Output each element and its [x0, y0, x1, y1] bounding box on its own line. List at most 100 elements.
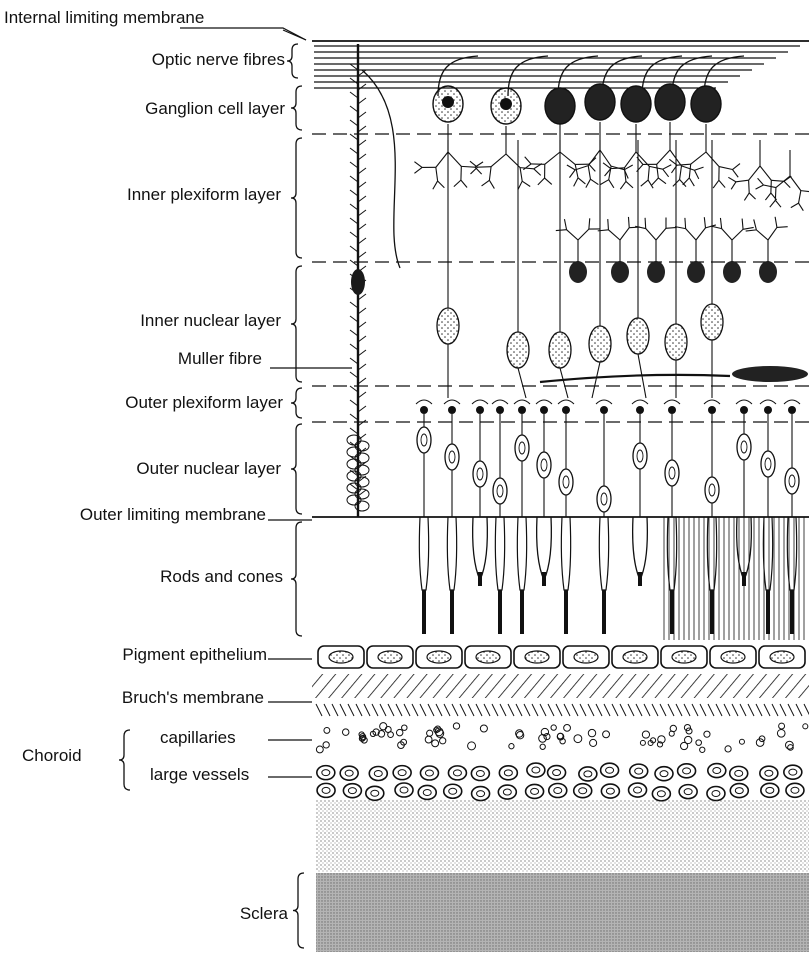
large-vessel-lumen: [713, 768, 721, 774]
dendrite-branch: [569, 170, 575, 178]
muller-fibre-branch: [358, 154, 366, 160]
large-vessel-lumen: [398, 770, 406, 776]
photoreceptor-nucleolus: [477, 468, 483, 480]
large-vessel: [655, 767, 673, 781]
synaptic-cap: [536, 400, 552, 404]
choroid-fibre: [788, 704, 794, 716]
choroid-fibre: [668, 704, 674, 716]
label-bruchs-membrane: Bruch's membrane: [122, 688, 264, 708]
large-vessel: [629, 783, 647, 797]
large-vessel: [730, 784, 748, 798]
amacrine-cell: [647, 261, 665, 283]
large-vessel: [498, 785, 516, 799]
dendrite-branch: [589, 218, 590, 229]
cone-inner-segment: [537, 517, 552, 580]
ganglion-cell: [621, 86, 651, 122]
dendrite-branch: [648, 166, 649, 180]
synaptic-cap: [416, 400, 432, 404]
bipolar-cell: [665, 324, 687, 360]
photoreceptor-nucleolus: [541, 459, 547, 471]
photoreceptor-nucleolus: [601, 493, 607, 505]
muller-fibre-branch: [358, 420, 366, 426]
pigment-cell-nucleus: [378, 651, 402, 663]
photoreceptor-nucleus: [473, 461, 487, 487]
choroid-fibre: [340, 704, 346, 716]
choroid-fibre: [700, 704, 706, 716]
large-vessel-lumen: [660, 771, 668, 777]
dendrite-branch: [433, 181, 438, 189]
synaptic-cap: [444, 400, 460, 404]
layer-brace: [291, 424, 302, 514]
dendrite-branch: [801, 191, 809, 192]
photoreceptor-nucleus: [493, 478, 507, 504]
choroid-fibre: [508, 704, 514, 716]
rod-outer-segment: [790, 590, 794, 634]
dendrite-branch: [706, 152, 719, 167]
large-vessel-lumen: [371, 790, 379, 796]
ganglion-cell: [545, 88, 575, 124]
choroid-fibre: [604, 704, 610, 716]
synaptic-cap: [514, 400, 530, 404]
capillary-vessel: [396, 729, 402, 735]
rod-outer-segment: [450, 590, 454, 634]
large-vessel-lumen: [504, 770, 512, 776]
dendrite-branch: [666, 227, 677, 228]
photoreceptor-terminal: [708, 406, 716, 414]
synaptic-cap: [736, 400, 752, 404]
photoreceptor-nucleus: [705, 477, 719, 503]
capillary-vessel: [551, 725, 556, 730]
dendrite-branch: [704, 217, 705, 228]
choroid-fibre: [660, 704, 666, 716]
large-vessel: [366, 786, 384, 800]
muller-fibre-branch: [358, 84, 366, 90]
dendrite-branch: [694, 167, 703, 170]
dendrite-branch: [658, 178, 666, 184]
large-vessel: [679, 785, 697, 799]
bipolar-cell: [627, 318, 649, 354]
capillary-vessel: [803, 724, 808, 729]
dendrite-branch: [477, 167, 491, 168]
choroid-fibre: [420, 704, 426, 716]
dendrite-branch: [600, 180, 608, 185]
large-vessel: [601, 784, 619, 798]
label-outer-nuclear-layer: Outer nuclear layer: [136, 459, 281, 479]
dendrite-branch: [771, 180, 784, 181]
photoreceptor-terminal: [420, 406, 428, 414]
photoreceptor-nucleus: [445, 444, 459, 470]
capillary-vessel: [777, 729, 785, 737]
choroid-fibre: [324, 704, 330, 716]
choroid-fibre: [332, 704, 338, 716]
synaptic-cap: [664, 400, 680, 404]
large-vessel: [448, 766, 466, 780]
large-vessel: [630, 764, 648, 778]
rod-outer-segment: [766, 590, 770, 634]
dendrite-branch: [756, 230, 768, 240]
capillary-vessel: [453, 723, 459, 729]
large-vessel: [471, 766, 489, 780]
ganglion-cell: [585, 84, 615, 120]
dendrite-branch: [620, 228, 629, 240]
rod-inner-segment: [419, 517, 428, 590]
dendrite-branch: [624, 152, 636, 168]
large-vessel-lumen: [531, 788, 539, 794]
dendrite-branch: [620, 181, 626, 189]
photoreceptor-nucleolus: [519, 442, 525, 454]
large-vessel-lumen: [348, 788, 356, 794]
photoreceptor-nucleolus: [709, 484, 715, 496]
synaptic-cap: [558, 400, 574, 404]
large-vessel-lumen: [400, 787, 408, 793]
large-vessel: [652, 787, 670, 801]
dendrite-branch: [686, 229, 696, 240]
photoreceptor-nucleolus: [421, 434, 427, 446]
capillary-vessel: [640, 740, 645, 745]
photoreceptor-nucleus: [515, 435, 529, 461]
choroid-fibre: [468, 704, 474, 716]
choroid-fibre: [428, 704, 434, 716]
capillary-vessel: [342, 729, 348, 735]
bipolar-cell: [589, 326, 611, 362]
photoreceptor-terminal: [448, 406, 456, 414]
capillary-vessel: [380, 723, 387, 730]
pigment-cell-nucleus: [770, 651, 794, 663]
photoreceptor-nucleus: [537, 452, 551, 478]
dendrite-branch: [461, 166, 475, 167]
